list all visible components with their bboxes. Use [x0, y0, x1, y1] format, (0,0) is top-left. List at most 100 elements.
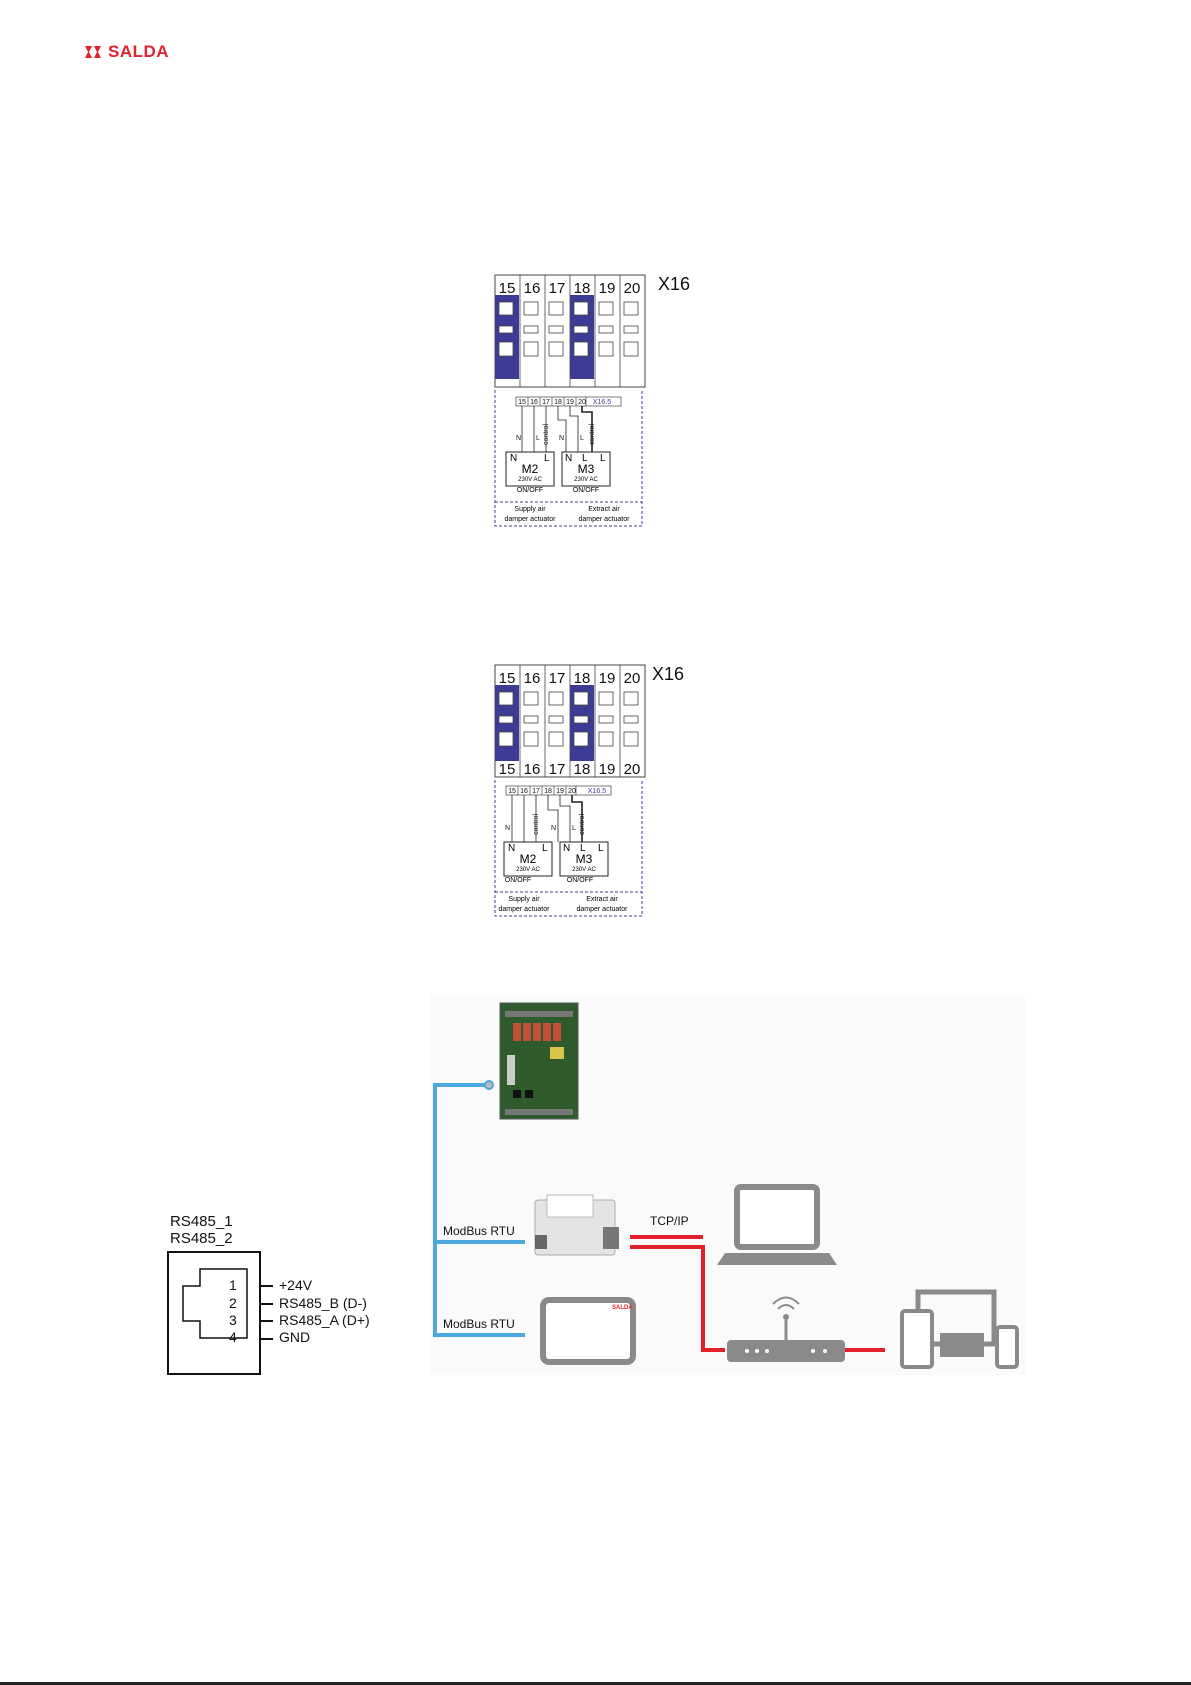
- modbus-link-label-1: ModBus RTU: [443, 1224, 515, 1238]
- d2-terminal-top-17: 17: [549, 670, 566, 687]
- d1-actuator-m3: N L L M3 230V AC ON/OFF Extract air damp…: [561, 451, 631, 523]
- tcp-ip-cable: [630, 1235, 885, 1352]
- modbus-gateway-icon: [534, 1194, 619, 1256]
- d1-m3-name: M3: [578, 462, 595, 476]
- d2-wire-l2: L: [572, 825, 576, 832]
- d2-terminal-bottom-16: 16: [524, 761, 541, 778]
- d2-connector-label: X16: [652, 664, 684, 684]
- touch-panel-icon: SALDA: [540, 1297, 636, 1365]
- d1-sub-17: 17: [542, 399, 550, 406]
- pin-3-number: 3: [229, 1312, 237, 1328]
- d1-wire-l1: L: [536, 435, 540, 442]
- d1-wire-n2: N: [559, 435, 564, 442]
- d2-actuator-m2: N L M2 230V AC ON/OFF Supply air damper …: [499, 841, 553, 913]
- terminal-block-2: 15 16 17 18 19 20 15 16 17 18 19 20 X16: [494, 664, 684, 778]
- terminal-block-1: 15 16 17 18 19 20 X16: [494, 274, 690, 388]
- d1-m3-voltage: 230V AC: [574, 477, 598, 483]
- d2-sub-16: 16: [520, 788, 528, 795]
- d2-terminal-top-16: 16: [524, 670, 541, 687]
- laptop-icon: [717, 1184, 837, 1265]
- d1-wire-n1: N: [516, 435, 521, 442]
- d1-m2-name: M2: [522, 462, 539, 476]
- d1-m2-caption-2: damper actuator: [505, 516, 557, 523]
- d1-m3-pin-l2: L: [600, 453, 606, 464]
- d1-m3-pin-l1: L: [582, 453, 588, 464]
- pin-3-signal: RS485_A (D+): [279, 1312, 370, 1328]
- pin-1-number: 1: [229, 1277, 237, 1293]
- d2-m3-pin-n: N: [563, 843, 570, 854]
- salda-logo: SALDA: [84, 42, 169, 62]
- d2-m3-pin-l2: L: [598, 843, 604, 854]
- d2-m2-pin-l: L: [542, 843, 548, 854]
- d1-terminal-18: 18: [574, 280, 591, 297]
- d2-terminal-bottom-19: 19: [599, 761, 616, 778]
- d2-terminal-bottom-20: 20: [624, 761, 641, 778]
- d2-sub-20: 20: [568, 788, 576, 795]
- d1-terminal-20: 20: [624, 280, 641, 297]
- pin-2-number: 2: [229, 1295, 237, 1311]
- d2-m2-voltage: 230V AC: [516, 867, 540, 873]
- d2-terminal-top-15: 15: [499, 670, 516, 687]
- d1-terminal-15: 15: [499, 280, 516, 297]
- d1-wire-l2: L: [580, 435, 584, 442]
- d2-m3-mode: ON/OFF: [567, 877, 593, 884]
- d1-connector-label: X16: [658, 274, 690, 294]
- d2-terminal-bottom-15: 15: [499, 761, 516, 778]
- d1-m2-voltage: 230V AC: [518, 477, 542, 483]
- d2-m3-voltage: 230V AC: [572, 867, 596, 873]
- d1-m2-pin-l: L: [544, 453, 550, 464]
- d1-sub-16: 16: [530, 399, 538, 406]
- d2-sub-18: 18: [544, 788, 552, 795]
- pin-4-signal: GND: [279, 1329, 311, 1345]
- d2-m2-mode: ON/OFF: [505, 877, 531, 884]
- tcp-ip-label: TCP/IP: [650, 1214, 689, 1228]
- d1-sub-19: 19: [566, 399, 574, 406]
- d1-wire-control1: control: [543, 424, 550, 445]
- d2-terminal-bottom-17: 17: [549, 761, 566, 778]
- d2-m3-pin-l1: L: [580, 843, 586, 854]
- network-topology: ModBus RTU ModBus RTU TCP/IP SALDA: [430, 995, 1025, 1375]
- pin-4-number: 4: [229, 1329, 237, 1345]
- d1-sub-18: 18: [554, 399, 562, 406]
- d1-m2-mode: ON/OFF: [517, 487, 543, 494]
- d2-sub-15: 15: [508, 788, 516, 795]
- d2-sub-19: 19: [556, 788, 564, 795]
- d1-m2-caption-1: Supply air: [514, 506, 546, 513]
- multi-device-icon: [900, 1289, 1019, 1369]
- d2-sub-label: X16.5: [588, 788, 606, 795]
- d2-wire-control1: control: [533, 814, 540, 835]
- pin-1-signal: +24V: [279, 1277, 313, 1293]
- modbus-link-label-2: ModBus RTU: [443, 1317, 515, 1331]
- wiring-diagram-1: 15 16 17 18 19 20 X16 15 16 17 18 19 20 …: [494, 274, 690, 527]
- d1-m3-caption-1: Extract air: [588, 506, 620, 513]
- d1-m2-pin-n: N: [510, 453, 517, 464]
- d1-sub-15: 15: [518, 399, 526, 406]
- d2-m2-caption-2: damper actuator: [499, 906, 551, 913]
- d1-wire-control2: control: [589, 424, 596, 445]
- modbus-cable: [433, 1083, 525, 1337]
- port-label-1: RS485_1: [170, 1213, 233, 1230]
- rj45-connector-icon: [167, 1251, 273, 1375]
- d1-terminal-19: 19: [599, 280, 616, 297]
- d1-terminal-16: 16: [524, 280, 541, 297]
- salda-logo-icon: [85, 46, 101, 58]
- wiring-diagram-2: 15 16 17 18 19 20 15 16 17 18 19 20 X16 …: [494, 664, 684, 917]
- d2-terminal-top-20: 20: [624, 670, 641, 687]
- d2-sub-17: 17: [532, 788, 540, 795]
- d2-m3-caption-1: Extract air: [586, 896, 618, 903]
- touch-panel-brand: SALDA: [612, 1305, 633, 1311]
- port-label-2: RS485_2: [170, 1230, 233, 1247]
- d2-m3-caption-2: damper actuator: [577, 906, 629, 913]
- d1-m3-pin-n: N: [565, 453, 572, 464]
- controller-board-icon: [484, 1002, 579, 1120]
- d2-m2-pin-n: N: [508, 843, 515, 854]
- d2-actuator-m3: N L L M3 230V AC ON/OFF Extract air damp…: [559, 841, 629, 913]
- d1-m3-caption-2: damper actuator: [579, 516, 631, 523]
- d2-m3-name: M3: [576, 852, 593, 866]
- d2-m2-caption-1: Supply air: [508, 896, 540, 903]
- page-bottom-rule: [0, 1682, 1191, 1685]
- d1-m3-mode: ON/OFF: [573, 487, 599, 494]
- brand-name: SALDA: [108, 42, 170, 61]
- d2-terminal-top-18: 18: [574, 670, 591, 687]
- d1-sub-label: X16.5: [593, 399, 611, 406]
